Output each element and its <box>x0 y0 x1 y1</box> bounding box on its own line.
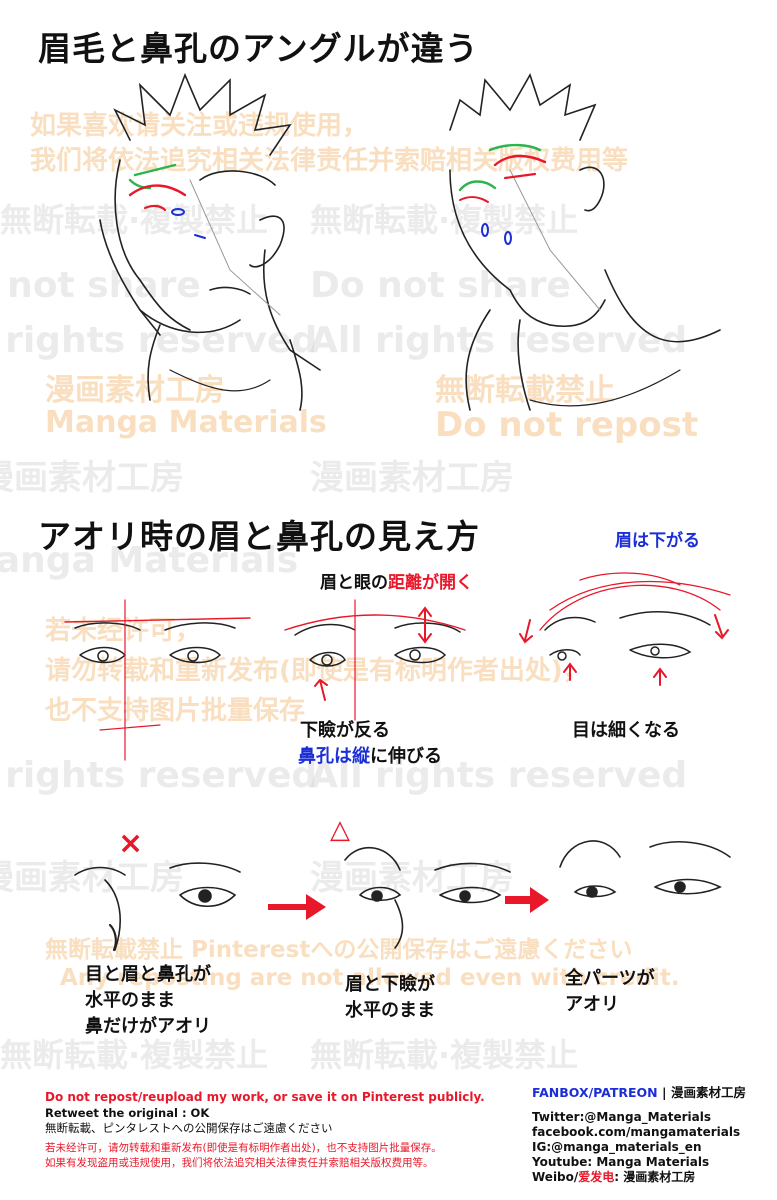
footer-retweet-ok: Retweet the original : OK <box>45 1106 210 1120</box>
footer-instagram[interactable]: IG:@manga_materials_en <box>532 1140 702 1154</box>
eye-sketch-nose-only <box>74 862 241 952</box>
watermark-pinterest: 無断転載禁止 Pinterestへの公開保存はご遠慮ください <box>45 937 633 963</box>
watermark-jp-4: 無断転載·複製禁止 <box>310 1036 579 1074</box>
mark-wrong: × <box>118 826 144 861</box>
label-eyes-narrow: 目は細くなる <box>572 720 680 741</box>
watermark-cn-5: 也不支持图片批量保存 <box>45 696 306 726</box>
eye-sketch-narrow <box>519 572 731 686</box>
footer-notice-jp: 無断転載、ピンタレストへの公開保存はご遠慮ください <box>45 1121 333 1135</box>
watermark-share-2: Do not share <box>310 265 571 306</box>
eye-sketch-lids <box>284 599 466 721</box>
page-title: 眉毛と鼻孔のアングルが違う <box>38 29 479 68</box>
eye-sketch-brow-lid-level <box>344 846 511 949</box>
watermark-jp-2: 無断転載·複製禁止 <box>310 201 579 239</box>
caption-all-parts-1: 全パーツが <box>565 968 655 989</box>
watermark-do-not-repost: Do not repost <box>435 405 699 445</box>
footer-separator: | <box>662 1085 667 1100</box>
arrow-right-1 <box>268 894 326 920</box>
footer-fanbox-line: FANBOX/PATREON | 漫画素材工房 <box>532 1085 746 1100</box>
watermark-studio-jp-5: 漫画素材工房 <box>310 858 514 898</box>
label-distance-prefix: 眉と眼の <box>320 573 388 593</box>
head-sketch-right <box>449 73 721 411</box>
arrow-right-2 <box>505 887 549 913</box>
footer-youtube[interactable]: Youtube: Manga Materials <box>532 1155 710 1169</box>
watermark-studio-en-2: Manga Materials <box>0 540 299 581</box>
section-heading: アオリ時の眉と鼻孔の見え方 <box>38 517 480 556</box>
footer-weibo-prefix[interactable]: Weibo/ <box>532 1170 579 1184</box>
watermark-studio-jp-2: 漫画素材工房 <box>0 458 184 498</box>
label-nostril-highlight: 鼻孔は縦 <box>298 746 370 767</box>
mark-partial: △ <box>330 815 350 845</box>
label-nostril: 鼻孔は縦に伸びる <box>298 744 442 770</box>
watermark-cn-4: 请勿转载和重新发布(即使是有标明作者出处)， <box>45 656 589 686</box>
footer-notice-cn-2: 如果有发现盗用或违规使用，我们将依法追究相关法律责任并索赔相关版权费用等。 <box>45 1157 434 1169</box>
watermark-credit: Any reposting are not allowed even with … <box>60 965 680 991</box>
footer-weibo: Weibo/爱发电: 漫画素材工房 <box>532 1170 695 1185</box>
watermark-rights-3: All rights reserved <box>0 755 318 796</box>
footer-notice-cn-1: 若未经许可，请勿转载和重新发布(即使是有标明作者出处)，也不支持图片批量保存。 <box>45 1142 442 1154</box>
head-sketch-left <box>99 72 321 411</box>
footer-studio: 漫画素材工房 <box>670 1085 746 1100</box>
watermark-share-1: Do not share <box>0 265 201 306</box>
caption-brow-lid-1: 眉と下瞼が <box>345 974 435 995</box>
label-lower-lid: 下瞼が反る <box>300 720 390 741</box>
caption-nose-only-2: 水平のまま <box>85 990 175 1011</box>
footer-weibo-afdian[interactable]: 爱发电 <box>578 1170 615 1184</box>
watermark-jp-1: 無断転載·複製禁止 <box>0 201 269 239</box>
caption-nose-only-1: 目と眉と鼻孔が <box>85 964 211 985</box>
caption-brow-lid-2: 水平のまま <box>345 1000 435 1021</box>
watermark-studio-en-1: Manga Materials <box>45 405 327 440</box>
label-nostril-suffix: に伸びる <box>370 746 442 767</box>
footer-fanbox-link[interactable]: FANBOX/PATREON <box>532 1085 658 1100</box>
eye-sketch-all-upturned <box>559 840 731 898</box>
watermark-cn-2: 我们将依法追究相关法律责任并索赔相关版权费用等 <box>30 146 629 176</box>
watermark-studio-jp-3: 漫画素材工房 <box>310 458 514 498</box>
caption-nose-only-3: 鼻だけがアオリ <box>85 1016 211 1037</box>
watermark-studio-jp-1: 漫画素材工房 <box>45 373 225 408</box>
footer-facebook[interactable]: facebook.com/mangamaterials <box>532 1125 741 1139</box>
watermark-jp-3: 無断転載·複製禁止 <box>0 1036 269 1074</box>
footer: Do not repost/reupload my work, or save … <box>0 1075 777 1200</box>
footer-notice-en: Do not repost/reupload my work, or save … <box>45 1090 485 1104</box>
watermark-rights-2: All rights reserved <box>310 320 688 361</box>
eye-sketch-level <box>64 599 251 761</box>
watermark-cn-1: 如果喜欢请关注或违规使用， <box>30 111 369 141</box>
watermark-rights-4: All rights reserved <box>310 755 688 796</box>
label-distance: 眉と眼の距離が開く <box>320 570 473 596</box>
footer-twitter[interactable]: Twitter:@Manga_Materials <box>532 1110 711 1124</box>
label-eyebrows-down: 眉は下がる <box>615 531 700 551</box>
footer-weibo-suffix: : 漫画素材工房 <box>614 1170 696 1184</box>
caption-all-parts-2: アオリ <box>565 994 619 1015</box>
watermark-studio-jp-4: 漫画素材工房 <box>0 858 184 898</box>
label-distance-highlight: 距離が開く <box>388 573 473 593</box>
